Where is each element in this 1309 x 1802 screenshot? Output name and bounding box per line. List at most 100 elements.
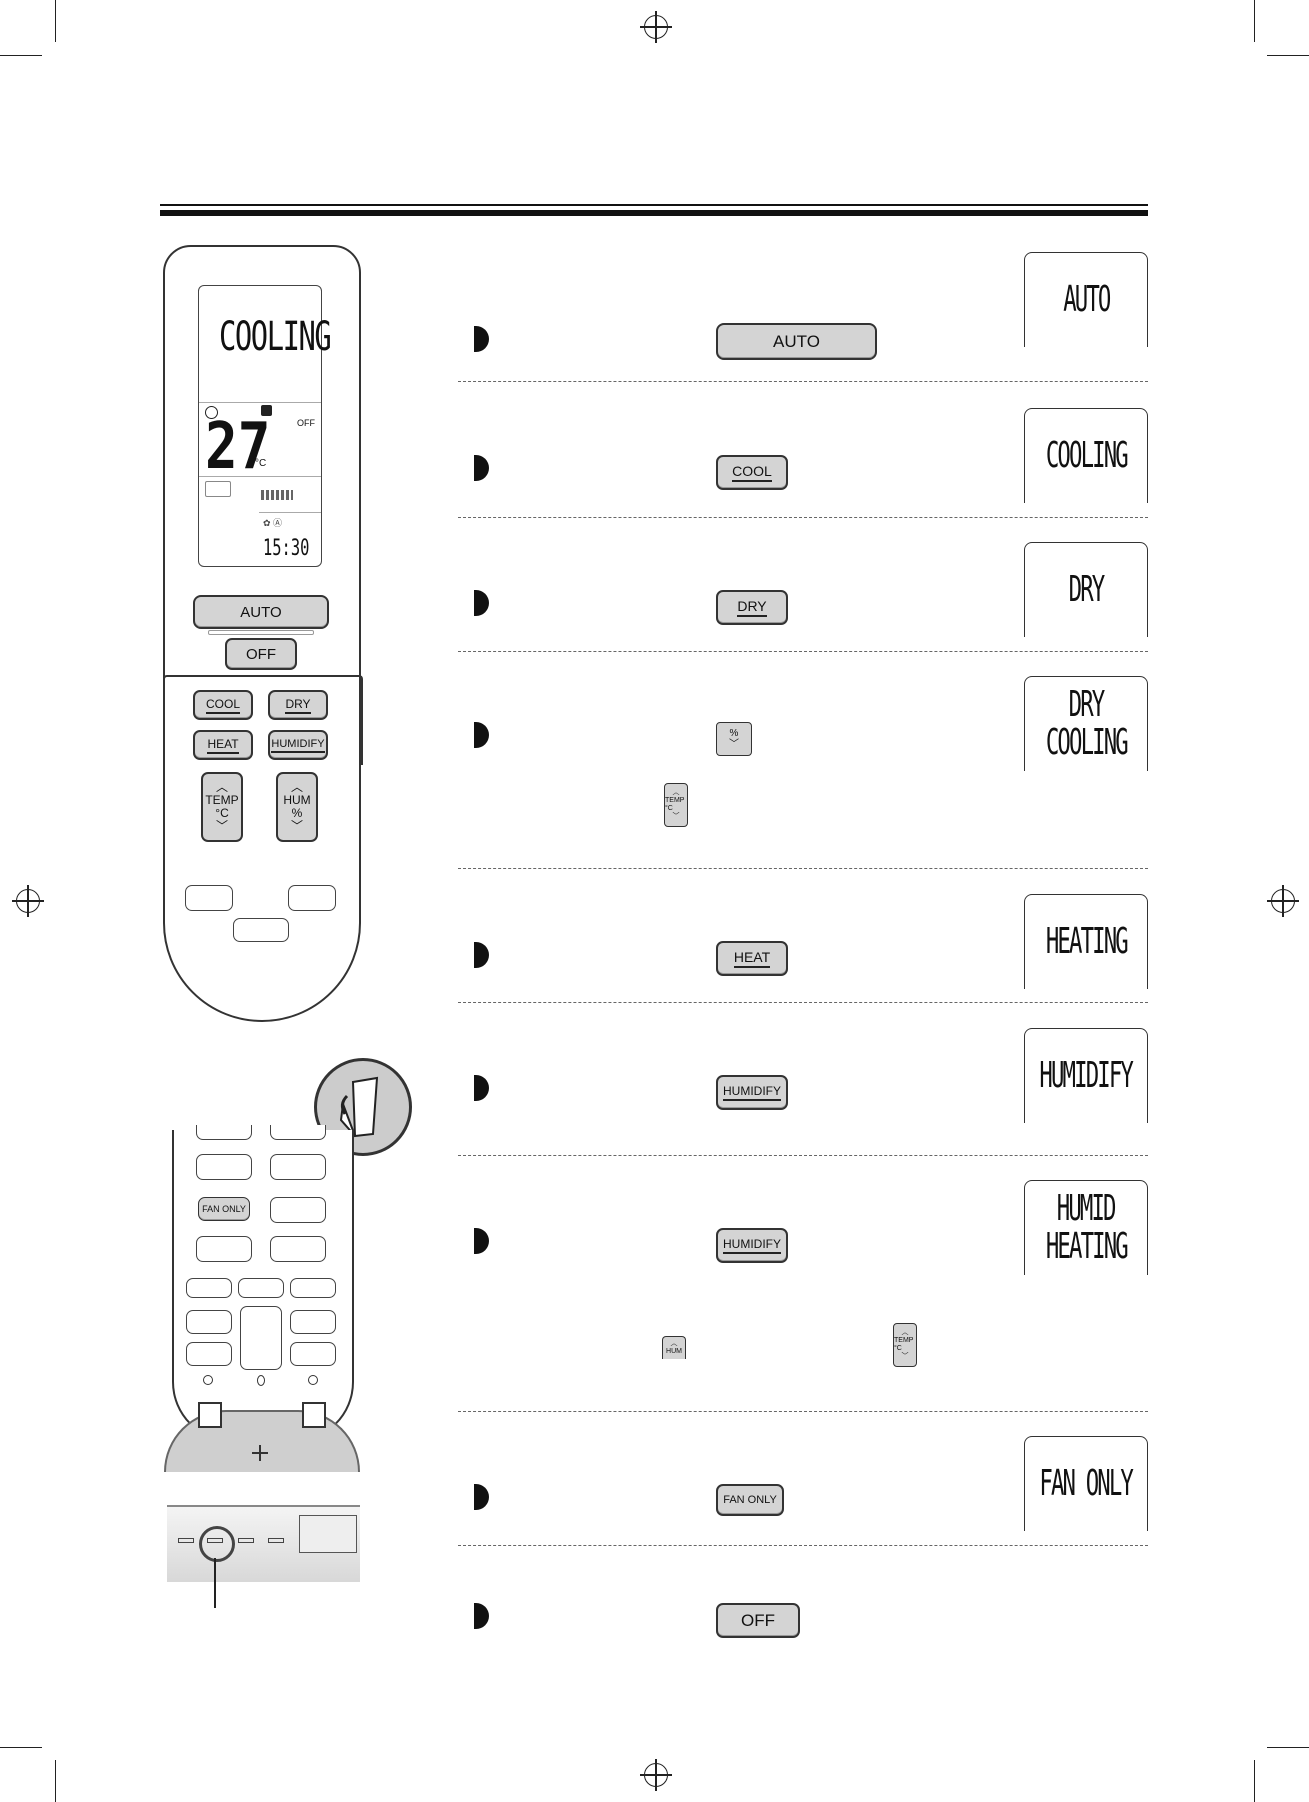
display-auto: AUTO — [1024, 252, 1148, 347]
remote-holder — [164, 1410, 360, 1472]
lcd-temp-unit: °C — [255, 458, 267, 469]
indicator-dot — [308, 1375, 318, 1385]
chevron-down-icon: ﹀ — [901, 1353, 909, 1360]
dry-button[interactable]: DRY — [716, 590, 788, 625]
indicator-dot — [257, 1375, 265, 1386]
auto-button[interactable]: AUTO — [716, 323, 877, 360]
humidify-button[interactable]: HUMIDIFY — [716, 1228, 788, 1263]
row-divider — [458, 651, 1148, 652]
lcd-icon — [205, 406, 218, 419]
step-bullet — [474, 722, 489, 748]
crop-mark — [0, 1747, 42, 1748]
step-bullet — [474, 326, 489, 352]
button-panel — [163, 675, 363, 765]
row-divider — [458, 1411, 1148, 1412]
holder-screw-icon — [252, 1445, 268, 1461]
lcd-temperature: 27 — [205, 410, 271, 484]
chevron-up-icon: ︿ — [215, 780, 228, 794]
cool-button[interactable]: COOL — [716, 455, 788, 490]
lcd-off: OFF — [297, 418, 315, 428]
crop-mark — [55, 0, 56, 42]
step-bullet — [474, 1228, 489, 1254]
auto-button[interactable]: AUTO — [193, 595, 329, 629]
display-fan-only: FAN ONLY — [1024, 1436, 1148, 1531]
chevron-down-icon: ﹀ — [290, 819, 303, 833]
hum-rocker[interactable]: ︿ HUM % ﹀ — [276, 772, 318, 842]
receiver-window — [299, 1515, 357, 1553]
dry-button[interactable]: DRY — [268, 690, 328, 720]
temp-rocker-icon: ︿ TEMP °C ﹀ — [893, 1323, 917, 1367]
header-rule — [160, 210, 1148, 216]
step-bullet — [474, 1075, 489, 1101]
blank-button[interactable] — [186, 1310, 232, 1334]
louver-icon — [205, 481, 231, 497]
off-button[interactable]: OFF — [716, 1603, 800, 1638]
row-divider — [458, 1002, 1148, 1003]
blank-button[interactable] — [290, 1310, 336, 1334]
row-divider — [458, 1155, 1148, 1156]
heat-button[interactable]: HEAT — [193, 730, 253, 760]
humidify-button[interactable]: HUMIDIFY — [268, 730, 328, 760]
cool-button[interactable]: COOL — [193, 690, 253, 720]
blank-button[interactable] — [196, 1154, 252, 1180]
blank-button[interactable] — [290, 1342, 336, 1366]
indicator-lamp — [178, 1538, 194, 1543]
blank-button[interactable] — [196, 1125, 252, 1140]
hum-up-button-icon: ︿ HUM — [662, 1336, 686, 1359]
leader-line — [214, 1558, 216, 1608]
fan-bars-icon — [261, 490, 293, 500]
blank-button[interactable] — [233, 918, 289, 942]
blank-button[interactable] — [290, 1278, 336, 1298]
registration-mark-icon — [640, 1759, 672, 1791]
step-bullet — [474, 1603, 489, 1629]
chevron-up-icon: ︿ — [901, 1329, 909, 1336]
blank-button[interactable] — [270, 1125, 326, 1140]
step-bullet — [474, 455, 489, 481]
fan-auto-icon: ✿ Ⓐ — [263, 518, 283, 528]
chevron-down-icon: ﹀ — [672, 813, 680, 820]
fan-only-button[interactable]: FAN ONLY — [716, 1484, 784, 1516]
display-humidify: HUMIDIFY — [1024, 1028, 1148, 1123]
blank-button[interactable] — [196, 1236, 252, 1262]
display-heating: HEATING — [1024, 894, 1148, 989]
temp-rocker-icon: ︿ TEMP °C ﹀ — [664, 783, 688, 827]
crop-mark — [0, 55, 42, 56]
open-cover-icon — [339, 1076, 379, 1138]
lcd-time: 15:30 — [263, 536, 310, 561]
blank-button[interactable] — [185, 885, 233, 911]
blank-button[interactable] — [240, 1306, 282, 1370]
crop-mark — [55, 1760, 56, 1802]
humidify-button[interactable]: HUMIDIFY — [716, 1075, 788, 1110]
indicator-lamp — [268, 1538, 284, 1543]
crop-mark — [1267, 55, 1309, 56]
chevron-down-icon: ﹀ — [215, 819, 228, 833]
hum-down-button[interactable]: % ﹀ — [716, 722, 752, 756]
display-dry: DRY — [1024, 542, 1148, 637]
blank-button[interactable] — [288, 885, 336, 911]
blank-button[interactable] — [270, 1236, 326, 1262]
chevron-up-icon: ︿ — [672, 789, 680, 796]
chevron-down-icon: ﹀ — [729, 739, 739, 750]
fan-only-button[interactable]: FAN ONLY — [198, 1197, 250, 1221]
lcd-separator — [199, 402, 321, 403]
row-divider — [458, 517, 1148, 518]
chevron-up-icon: ︿ — [670, 1340, 678, 1347]
blank-button[interactable] — [238, 1278, 284, 1298]
slider-line — [208, 630, 314, 635]
remote-lcd: COOLING 27 °C OFF ✿ Ⓐ 15:30 — [198, 285, 332, 567]
indicator-lamp — [207, 1538, 223, 1543]
off-button[interactable]: OFF — [225, 638, 297, 670]
blank-button[interactable] — [186, 1278, 232, 1298]
blank-button[interactable] — [186, 1342, 232, 1366]
step-bullet — [474, 1484, 489, 1510]
lcd-separator — [199, 476, 321, 477]
header-rule — [160, 204, 1148, 206]
indicator-lamp-highlight — [199, 1526, 235, 1562]
step-bullet — [474, 590, 489, 616]
temp-rocker[interactable]: ︿ TEMP °C ﹀ — [201, 772, 243, 842]
display-humid-heating: HUMID HEATING — [1024, 1180, 1148, 1275]
blank-button[interactable] — [270, 1154, 326, 1180]
blank-button[interactable] — [270, 1197, 326, 1223]
heat-button[interactable]: HEAT — [716, 941, 788, 976]
chevron-up-icon: ︿ — [290, 780, 303, 794]
